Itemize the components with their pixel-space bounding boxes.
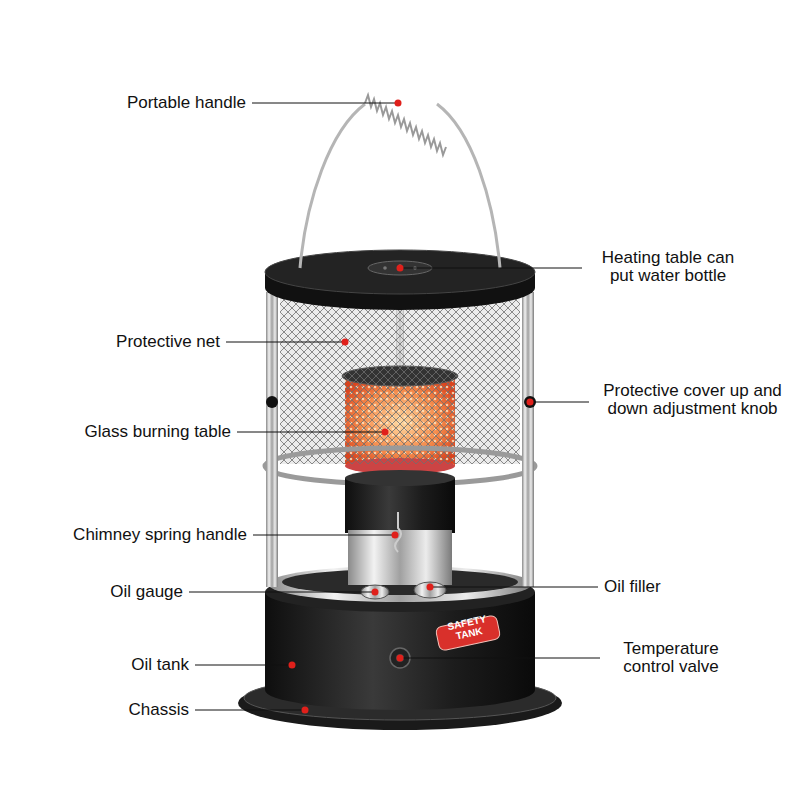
- leader-dot: [527, 399, 534, 406]
- leader-dot: [397, 655, 404, 662]
- part-label: Protective net: [116, 333, 220, 351]
- leader-line: [400, 658, 600, 659]
- left-leg: [266, 292, 278, 587]
- temperature-knob-center: [396, 654, 404, 662]
- adjust-knob: [266, 396, 278, 408]
- leader-line: [530, 402, 589, 403]
- leader-dot: [397, 265, 404, 272]
- leader-line: [400, 268, 582, 269]
- vent-hole: [383, 266, 387, 270]
- part-label: Glass burning table: [85, 423, 231, 441]
- heating-table: [265, 250, 535, 294]
- leader-line: [430, 587, 598, 588]
- leader-line: [195, 710, 305, 711]
- part-label: Temperature control valve: [606, 640, 736, 676]
- leader-line: [195, 665, 292, 666]
- handle-wire: [300, 104, 365, 268]
- right-leg: [522, 292, 534, 587]
- protective-net: [280, 292, 520, 464]
- leader-dot: [289, 662, 296, 669]
- part-label: Oil filler: [604, 578, 661, 596]
- leader-dot: [382, 429, 389, 436]
- part-label: Protective cover up and down adjustment …: [595, 382, 790, 418]
- leader-dot: [427, 584, 434, 591]
- part-label: Portable handle: [127, 94, 246, 112]
- leader-line: [252, 103, 398, 104]
- handle-spring: [365, 95, 446, 155]
- chimney-top: [345, 470, 455, 486]
- leader-line: [237, 432, 385, 433]
- oil-filler-cap: [414, 582, 446, 598]
- part-label: Chassis: [129, 701, 189, 719]
- leader-dot: [372, 589, 379, 596]
- badge-text: SAFETY TANK: [441, 612, 494, 644]
- handle-wire: [437, 104, 500, 268]
- part-label: Oil tank: [131, 656, 189, 674]
- chimney-upper: [345, 478, 455, 533]
- leader-lines: [189, 103, 600, 710]
- leader-line: [189, 592, 375, 593]
- net-background: [280, 292, 520, 464]
- leader-dot: [392, 532, 399, 539]
- part-label: Oil gauge: [110, 583, 183, 601]
- part-label: Heating table can put water bottle: [588, 249, 748, 285]
- leader-line: [226, 342, 345, 343]
- leader-dot: [342, 339, 349, 346]
- leader-dot: [302, 707, 309, 714]
- leader-dot: [395, 100, 402, 107]
- part-label: Chimney spring handle: [73, 526, 247, 544]
- leader-dots: [289, 100, 534, 714]
- leader-line: [253, 535, 395, 536]
